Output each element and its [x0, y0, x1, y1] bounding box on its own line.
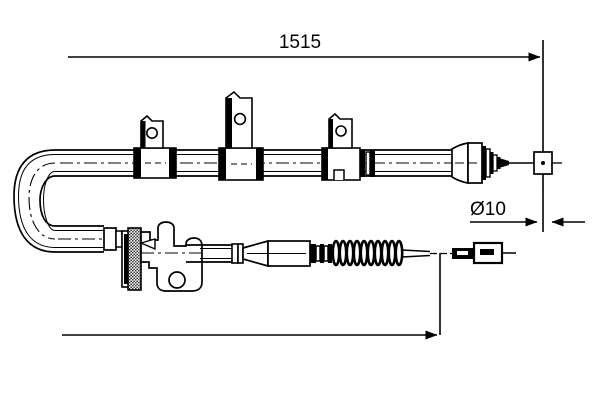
equalizer-mount-hole [168, 271, 186, 289]
bracket-3-tab-shadow [329, 119, 333, 148]
bracket-1 [133, 114, 177, 179]
ferrule-body [103, 227, 117, 251]
pre-ring-2 [320, 244, 324, 263]
equalizer-outline [140, 221, 203, 292]
u-bend-loop [13, 149, 56, 253]
bracket-1-tab-shadow [141, 121, 146, 148]
equalizer-bracket [138, 221, 205, 292]
boot-cone-tip [500, 158, 509, 168]
boot-ring [485, 148, 491, 178]
bracket-3-hole [335, 125, 347, 137]
pre-ring-3 [323, 245, 329, 262]
equalizer-arrow-detail [138, 238, 156, 251]
bracket-3-collar-a [360, 150, 365, 177]
eyelet-hole [541, 161, 545, 165]
bracket-2 [218, 90, 264, 181]
bracket-1-clamp-left-band [134, 148, 141, 178]
bend-inner-inner-line [42, 171, 56, 231]
bracket-1-hole [146, 127, 159, 140]
plate-hatched-face [127, 227, 142, 291]
bracket-3-saddle [333, 169, 345, 180]
coil-spring-section [331, 239, 404, 267]
pre-spring-rings [315, 244, 332, 263]
pre-ring-4 [328, 244, 332, 263]
tapered-sleeve-fitting [242, 239, 316, 268]
bracket-1-clamp-right-band [169, 148, 176, 178]
boot-ring-2 [492, 154, 498, 172]
conical-boot-end-fitting [451, 141, 534, 185]
boot-rib-2 [490, 152, 494, 174]
hatched-mounting-plate [121, 227, 142, 291]
pre-ring-1 [315, 245, 321, 262]
boot-rib-3 [497, 157, 501, 169]
ferrule-step [115, 230, 123, 248]
boot-rib-1 [482, 146, 486, 180]
sleeve-end-band [310, 244, 316, 263]
lower-cable-run [55, 221, 516, 335]
bracket-2-hole [233, 112, 247, 126]
overall-length-dimension: 1515 [68, 32, 541, 62]
thin-cable-bottom [401, 254, 431, 258]
bend-outer-inner-line [17, 154, 56, 248]
dimension-label-diameter: Ø10 [470, 199, 506, 220]
clevis-shank-slot [457, 251, 468, 255]
bracket-2-tab-shadow [226, 98, 232, 148]
diameter-dimension: Ø10 [470, 199, 585, 227]
bend-centerline [28, 162, 56, 240]
upper-cable-run [55, 90, 562, 186]
dimension-label-1515: 1515 [279, 32, 321, 53]
bracket-3 [321, 112, 375, 181]
bracket-3-collar-b [365, 151, 371, 176]
bend-outer-edge [13, 149, 56, 253]
flat-clevis-terminal [439, 241, 516, 335]
rod-collar-1 [231, 243, 239, 264]
rod-section [186, 243, 244, 264]
thin-cable-top [401, 249, 431, 253]
plate-back-rail-fill [124, 234, 130, 284]
clevis-head-slot [480, 249, 494, 255]
bracket-2-clamp-left-band [219, 148, 226, 180]
bracket-3-collar-c [370, 150, 375, 177]
bracket-2-clamp-right-band [256, 148, 263, 180]
thin-cable-section [401, 249, 452, 258]
threaded-eyelet-terminal [533, 151, 562, 186]
bracket-3-clamp-left-band [322, 148, 328, 180]
